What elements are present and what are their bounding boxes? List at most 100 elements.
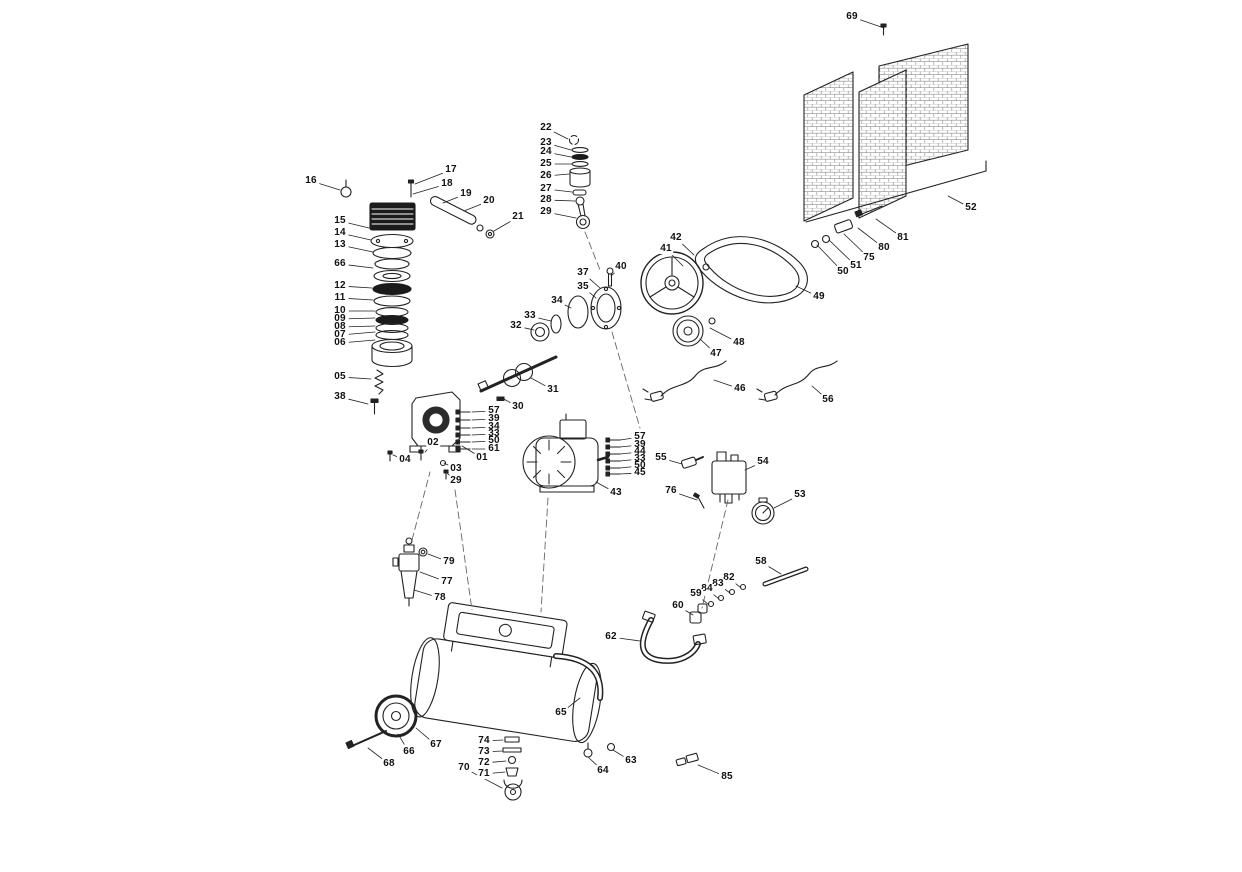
- screw-29b: [443, 469, 449, 480]
- leader-line: [419, 571, 439, 580]
- cooling-grille-panels: [803, 43, 987, 223]
- leader-line: [471, 434, 486, 436]
- bolt-set-2: [605, 437, 621, 477]
- leader-line: [427, 553, 441, 560]
- axle-bolt-68: [345, 730, 387, 750]
- screw-02: [418, 449, 424, 461]
- tank-group: [410, 602, 602, 744]
- leader-line: [463, 203, 482, 212]
- leader-line: [795, 285, 812, 294]
- cylinder-head: [369, 202, 416, 231]
- leader-line: [619, 637, 641, 642]
- screw-04: [387, 450, 393, 462]
- caster-parts: [502, 736, 523, 801]
- leader-line: [619, 437, 632, 441]
- leader-line: [595, 481, 609, 490]
- drive-belt: [694, 236, 808, 304]
- bearing-seal-group: [530, 267, 622, 342]
- leader-line: [348, 246, 374, 253]
- leader-line: [875, 218, 897, 234]
- leader-line: [713, 594, 720, 600]
- leader-line: [685, 610, 694, 616]
- dipstick-40: [606, 267, 614, 287]
- leader-line: [773, 498, 793, 509]
- leader-line: [697, 764, 720, 774]
- leader-line: [567, 697, 581, 708]
- cylinder: [371, 338, 413, 368]
- leader-line: [554, 153, 572, 158]
- leader-line: [699, 338, 710, 349]
- outlet-hose: [639, 610, 707, 664]
- connecting-rod: [575, 196, 591, 230]
- leader-line: [947, 195, 964, 205]
- leader-line: [348, 398, 369, 405]
- leader-line: [619, 473, 632, 475]
- leader-line: [524, 327, 535, 331]
- leader-line: [619, 466, 632, 469]
- leader-line: [702, 599, 710, 606]
- leader-line: [348, 222, 370, 229]
- pressure-switch: [711, 451, 747, 504]
- leader-line: [348, 331, 376, 335]
- flywheel: [640, 251, 710, 315]
- leader-line: [348, 339, 376, 343]
- leader-line: [709, 327, 732, 340]
- leader-line: [744, 465, 756, 471]
- leader-line: [857, 227, 878, 243]
- clip-16: [340, 179, 352, 198]
- leader-line: [493, 221, 511, 232]
- power-cord-46: [642, 360, 727, 402]
- leader-line: [424, 449, 428, 453]
- leader-line: [713, 379, 732, 387]
- cylinder-head-assembly: [340, 179, 416, 415]
- leader-line: [348, 298, 374, 301]
- leader-line: [679, 493, 698, 501]
- leader-line: [553, 131, 569, 140]
- screw-76: [692, 492, 705, 509]
- leader-line: [492, 771, 506, 774]
- leader-line: [397, 733, 405, 745]
- spring-05: [374, 369, 384, 395]
- leader-line: [538, 317, 552, 322]
- drain-cock-64: [583, 742, 593, 758]
- leader-line: [554, 189, 573, 193]
- screw-69: [880, 23, 887, 36]
- electric-motor: [522, 413, 610, 493]
- piston-assembly: [568, 134, 591, 230]
- leader-line: [461, 445, 475, 454]
- leader-line: [442, 196, 459, 204]
- leader-line: [564, 304, 572, 309]
- leader-line: [415, 727, 430, 740]
- leader-line: [443, 462, 449, 466]
- filter-regulator: [392, 537, 428, 607]
- leader-line: [816, 244, 838, 266]
- leader-line: [589, 278, 601, 289]
- leader-line: [619, 445, 632, 448]
- leader-line: [446, 472, 450, 476]
- leader-line: [860, 19, 885, 29]
- leader-line: [843, 233, 863, 253]
- leader-line: [471, 441, 486, 443]
- leader-line: [471, 427, 486, 429]
- leader-line: [471, 771, 503, 789]
- leader-line: [669, 460, 683, 465]
- fitting-85: [675, 752, 699, 767]
- leader-line: [348, 286, 373, 289]
- leader-line: [471, 411, 486, 413]
- leader-line: [554, 173, 570, 176]
- leader-line: [501, 397, 511, 403]
- crankshaft: [477, 355, 558, 402]
- washer-03: [439, 459, 447, 467]
- bolt-set-1: [455, 409, 471, 452]
- handle-rod: [429, 196, 495, 239]
- leader-line: [348, 234, 372, 241]
- wheel: [374, 694, 418, 738]
- leader-line: [828, 239, 850, 261]
- leader-line: [671, 254, 684, 267]
- leader-line: [612, 749, 624, 757]
- carry-handle: [553, 653, 604, 701]
- leader-line: [554, 199, 576, 202]
- plug-63: [606, 742, 616, 752]
- leader-line: [530, 377, 546, 387]
